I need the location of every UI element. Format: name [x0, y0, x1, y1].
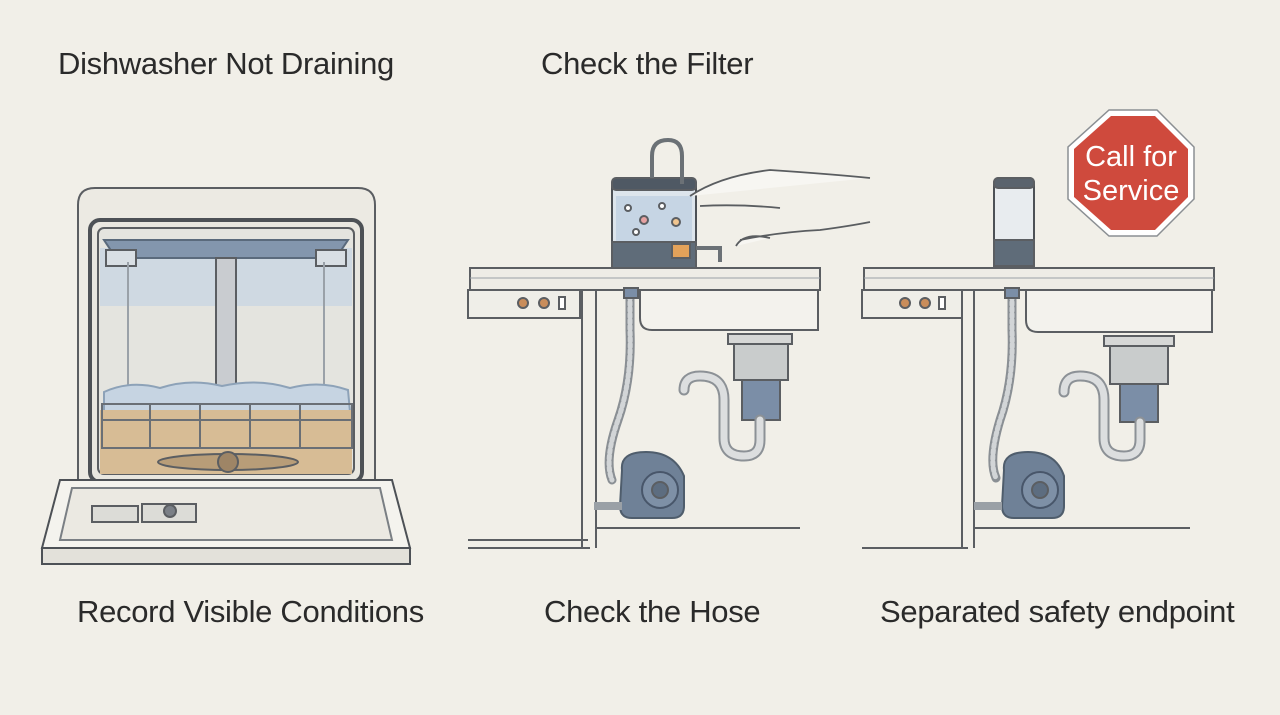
record-conditions-caption: Record Visible Conditions [77, 594, 424, 629]
filter-title: Check the Filter [541, 46, 754, 81]
call-for-service-stop-sign: Call for Service [1067, 109, 1195, 237]
open-dishwasher-illustration [40, 187, 412, 565]
safety-endpoint-caption: Separated safety endpoint [880, 594, 1235, 629]
dishwasher-title: Dishwasher Not Draining [58, 46, 394, 81]
sink-cabinet-right [861, 177, 1215, 549]
stop-sign-line-2: Service [1083, 175, 1180, 207]
sink-cabinet-middle [467, 137, 871, 549]
check-hose-caption: Check the Hose [544, 594, 761, 629]
stop-sign-line-1: Call for [1085, 141, 1177, 173]
